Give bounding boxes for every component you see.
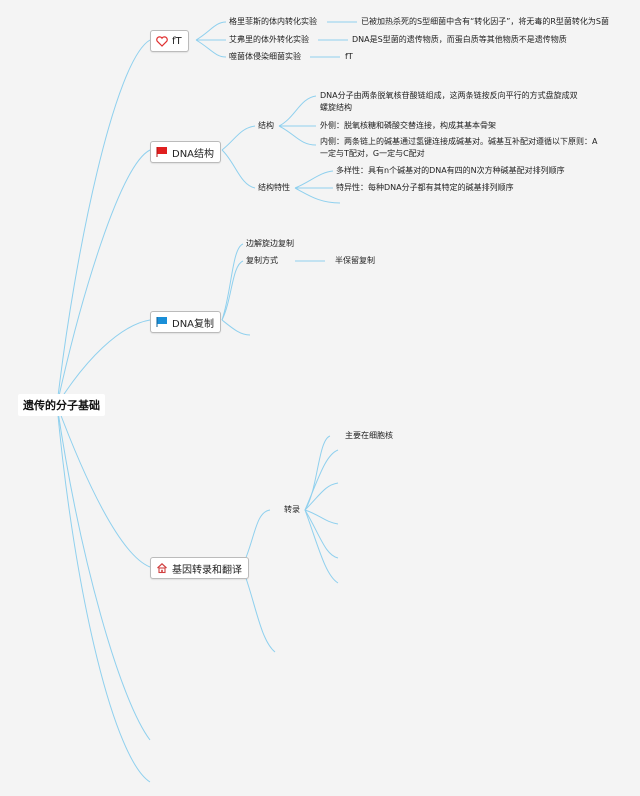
link-structure-item1 — [278, 95, 317, 127]
topic-ft[interactable]: fT — [150, 30, 189, 52]
link-trans-item1 — [304, 435, 331, 511]
structure-item-double-helix[interactable]: DNA分子由两条脱氧核苷酸链组成，这两条链按反向平行的方式盘旋成双螺旋结构 — [320, 91, 578, 112]
link-root-dna-structure — [56, 149, 151, 406]
link-trans-sub3 — [304, 482, 339, 511]
link-root-extra-2 — [56, 404, 151, 783]
experiment-avery[interactable]: 艾弗里的体外转化实验 — [229, 35, 309, 44]
link-structure-item3 — [278, 125, 317, 146]
replication-mode-label[interactable]: 复制方式 — [246, 256, 278, 265]
features-item-diversity[interactable]: 多样性：具有n个碱基对的DNA有四的N次方种碱基配对排列顺序 — [336, 166, 565, 175]
transcription-label[interactable]: 转录 — [284, 505, 300, 514]
experiment-phage-result[interactable]: fT — [345, 52, 353, 61]
link-root-gene-expression — [56, 404, 151, 568]
link-ft-exp1 — [195, 21, 227, 41]
link-ft-exp3 — [195, 39, 227, 58]
topic-dna-structure[interactable]: DNA结构 — [150, 141, 222, 163]
link-rep-item1 — [221, 243, 244, 321]
transcription-item-nucleus[interactable]: 主要在细胞核 — [345, 431, 393, 440]
topic-dna-structure-label: DNA结构 — [172, 148, 215, 160]
link-trans-sub4 — [304, 509, 339, 525]
link-dnastruct-features — [221, 149, 256, 189]
root-topic[interactable]: 遗传的分子基础 — [18, 394, 105, 416]
features-label[interactable]: 结构特性 — [258, 183, 290, 192]
topic-ft-label: fT — [172, 35, 182, 47]
experiment-griffith[interactable]: 格里菲斯的体内转化实验 — [229, 17, 317, 26]
topic-dna-replication[interactable]: DNA复制 — [150, 311, 222, 333]
replication-mode-value[interactable]: 半保留复制 — [335, 256, 375, 265]
link-root-extra-1 — [56, 404, 151, 741]
link-rep-mode — [221, 260, 244, 321]
link-features-item1 — [294, 170, 334, 189]
blue-flag-icon — [155, 316, 168, 329]
topic-gene-expression-label: 基因转录和翻译 — [172, 564, 242, 576]
experiment-phage[interactable]: 噬菌体侵染细菌实验 — [229, 52, 301, 61]
structure-item-outer[interactable]: 外侧：脱氧核糖和磷酸交替连接，构成其基本骨架 — [320, 121, 496, 130]
link-features-item3 — [294, 187, 341, 204]
heart-icon — [155, 35, 168, 48]
link-dnastruct-structure — [221, 125, 256, 151]
topic-dna-replication-label: DNA复制 — [172, 318, 215, 330]
home-icon — [155, 562, 168, 575]
link-trans-sub2 — [304, 449, 339, 511]
experiment-griffith-result[interactable]: 已被加热杀死的S型细菌中含有“转化因子”，将无毒的R型菌转化为S菌 — [361, 17, 610, 26]
structure-item-inner[interactable]: 内侧：两条链上的碱基通过氢键连接成碱基对。碱基互补配对遵循以下原则：A一定与T配… — [320, 137, 598, 158]
link-trans-sub5 — [304, 509, 339, 559]
replication-item-unwinding[interactable]: 边解旋边复制 — [246, 239, 294, 248]
topic-gene-expression[interactable]: 基因转录和翻译 — [150, 557, 249, 579]
experiment-avery-result[interactable]: DNA是S型菌的遗传物质，而蛋白质等其他物质不是遗传物质 — [352, 35, 567, 44]
red-flag-icon — [155, 146, 168, 159]
link-root-ft — [56, 39, 151, 406]
link-trans-sub6 — [304, 509, 339, 584]
link-root-dna-replication — [56, 319, 151, 406]
link-gene-extra — [241, 566, 276, 653]
features-item-specificity[interactable]: 特异性：每种DNA分子都有其特定的碱基排列顺序 — [336, 183, 514, 192]
structure-label[interactable]: 结构 — [258, 121, 274, 130]
link-rep-extra — [221, 319, 251, 336]
